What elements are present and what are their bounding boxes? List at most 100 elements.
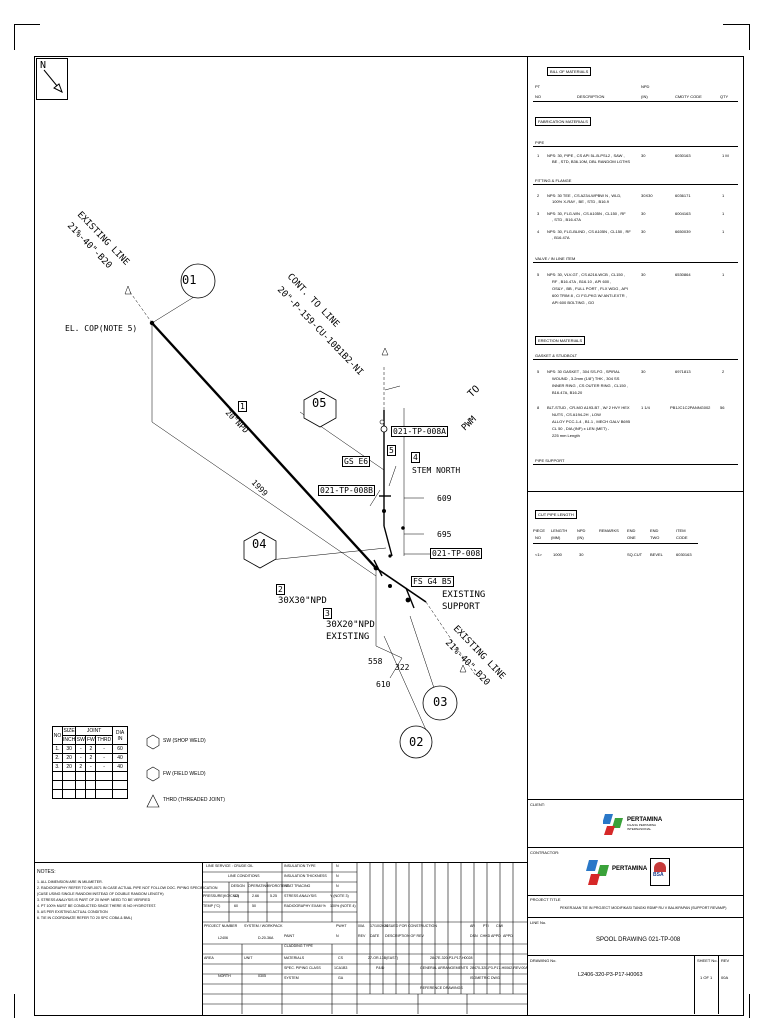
cut-header-piece: PIECE [533,528,546,533]
insul-thk-value: N [336,874,339,878]
rev-row-desc: ISSUED FOR CONSTRUCTION [385,924,437,928]
iso-label: ISOMETRIC DWG [470,976,500,980]
paint-label: PAINT [284,934,295,938]
note-item: 6. TIE IN COORDINATE REFER TO 20 SPC COB… [37,916,133,920]
bom-item-code: 6650039 [675,229,691,234]
legend-sw: SW (SHOP WELD) [163,738,206,744]
p-hydro: 5.25 [270,894,277,898]
item-tag-2: 2 [276,584,285,595]
cut-header-remarks: REMARKS [599,528,619,533]
dim-558: 558 [368,657,383,666]
radiography-value: 100% (NOTE 4) [330,904,356,908]
p-oper: 2.66 [252,894,259,898]
title-block-grid [202,862,527,1014]
shop-weld-icon [146,734,160,750]
bom-item-qty: 1 [722,272,725,277]
line-no-panel [527,917,743,956]
el-cop-label: EL. COP(NOTE 5) [65,324,138,333]
item-tag-4: 4 [411,452,420,463]
rev-row-dsn: AR [470,924,475,928]
crop-mark-tr-v [749,24,750,50]
cut-header-item2: CODE [676,535,688,540]
bom-fabrication-title: FABRICATION MATERIALS [535,117,591,126]
radiography-label: RADIOGRAPHY EXAM % [284,904,326,908]
crop-mark-tl-h [14,24,40,25]
stem-north-label: STEM NORTH [412,466,461,475]
pertamina-logo-icon [603,814,623,835]
drawing-no-label: DRAWING No. [530,958,557,963]
bom-item-pt: 5 [537,272,540,277]
contractor-panel [527,847,743,896]
bom-item-desc: API 600 BOLTING , GO [552,300,595,305]
rev-header-date: DATE [370,934,380,938]
bom-item-desc: BLT-STUD , CR-MO A193-B7 , W/ 2 HVY HEX [547,405,630,410]
note-item: 5. AS PER EXISTING ACTUAL CONDITION [37,910,108,914]
system-name-value: GA [338,976,344,980]
bom-gasket-rule [533,359,738,360]
materials-value: CS [338,956,343,960]
existing-support-label: EXISTING [442,590,486,600]
bom-item-desc: 225 mm Length [552,433,580,438]
bom-item-desc: NPS: 30, FLG-WN , CS A105N , CL150 , RF [547,211,626,216]
cut-header-end2: END [650,528,659,533]
cond-operating: OPERATING [248,884,269,888]
pertamina-contractor-logo-icon [586,860,609,885]
crop-mark-tl-v [14,24,15,50]
bom-header-npd-unit: (IN) [641,94,648,99]
bom-item-desc: ALLOY PCC-1-4 , B1.1 , MECH GALV B695 [552,419,631,424]
cut-header-item: ITEM [676,528,686,533]
threaded-joint-icon [146,794,160,808]
bom-item-desc: NPS: 30, PIPE , CS API 5L-B-PSL2 , SAW , [547,153,625,158]
sheet-label: SHEET No. [697,958,718,963]
rev-header-chkd: CHKD [480,934,491,938]
line-conditions: LINE CONDITIONS [228,874,260,878]
bom-pipe-title: PIPE [535,140,545,145]
cladding-label: CLADDING TYPE [284,944,313,948]
bom-item-desc: B16.47A, B16.20 [552,390,583,395]
table-row-empty [52,789,128,799]
bom-item-desc: WOUND , 3.2mm (1/8") THK , 304 SS [552,376,620,381]
bom-item-pt: 4 [537,229,540,234]
rev-row-rev: 00A [358,924,365,928]
project-label: PROJECT TITLE [530,897,561,902]
bom-item-desc: BE , STD, B36.10M, DBL RANDOM LGTHS [552,159,631,164]
bom-header-cmdty: CMDTY CODE [675,94,702,99]
bom-item-desc: 600 TRIM 8 , C/ FG-PKG W/ ANTI-EXTR , [552,293,627,298]
bom-item-desc: NPS: 30 TEE , CS A234-WPBW N , WLD, [547,193,622,198]
bsa-badge-icon: BSA [650,858,670,886]
bom-item-code: 6971813 [675,369,691,374]
rev-header-dsn: DSN [470,934,478,938]
bom-item-desc: , STD , B16.47A [552,217,581,222]
rev-row-app: CIW [496,924,503,928]
cut-end1: SQ.CUT [627,552,643,557]
bom-item-npd: 1 1/4 [641,405,650,410]
dim-695: 695 [437,530,452,539]
project-number-label: PROJECT NUMBER [204,924,238,928]
rev-header-appd2: APPD [503,934,513,938]
spec-label: SPEC. PIPING CLASS [284,966,321,970]
t-oper: 50 [252,904,256,908]
pid-ref: 2847E-320-P3-P17-H0028 [430,956,473,960]
project-number: L2406 [218,936,228,940]
drawing-number: L2406-320-P3-P17-H0063 [578,972,643,978]
system-value: D-20-36A [258,936,274,940]
note-item: (CASE USING SINGLE RANDOM INSTEAD OF DOU… [37,892,164,896]
bom-panel [527,56,743,491]
stress-value: Y (NOTE 3) [330,894,349,898]
bom-item-desc: RF , B16.47A , B16.10 , API 600 , [552,279,612,284]
coord-value: 27-OR-13B(EAST) [368,956,398,960]
item-tag-3: 3 [323,608,332,619]
cut-header-rule [533,543,698,544]
north-arrow-box [36,58,68,100]
rev-divider [718,955,719,1014]
bom-item-code: 6036171 [675,193,691,198]
bom-item-code: PB1JC1C2PANNG002 [670,405,711,410]
bom-valve-rule [533,262,738,263]
bom-item-desc: NPS: 30, FLG-BLIND , CS A105N , CL150 , … [547,229,631,234]
unit-label: UNIT [244,956,253,960]
client-sub1: KILANG PERTAMINA [627,823,657,827]
cut-header-npd: NPD [577,528,586,533]
reducer-size-label: 30X20"NPD [326,620,375,630]
note-item: 3. STRESS ANALYSIS IS PART OF 20 WHIP. N… [37,898,151,902]
rev-row-date: 17/10/2024 [370,924,388,928]
